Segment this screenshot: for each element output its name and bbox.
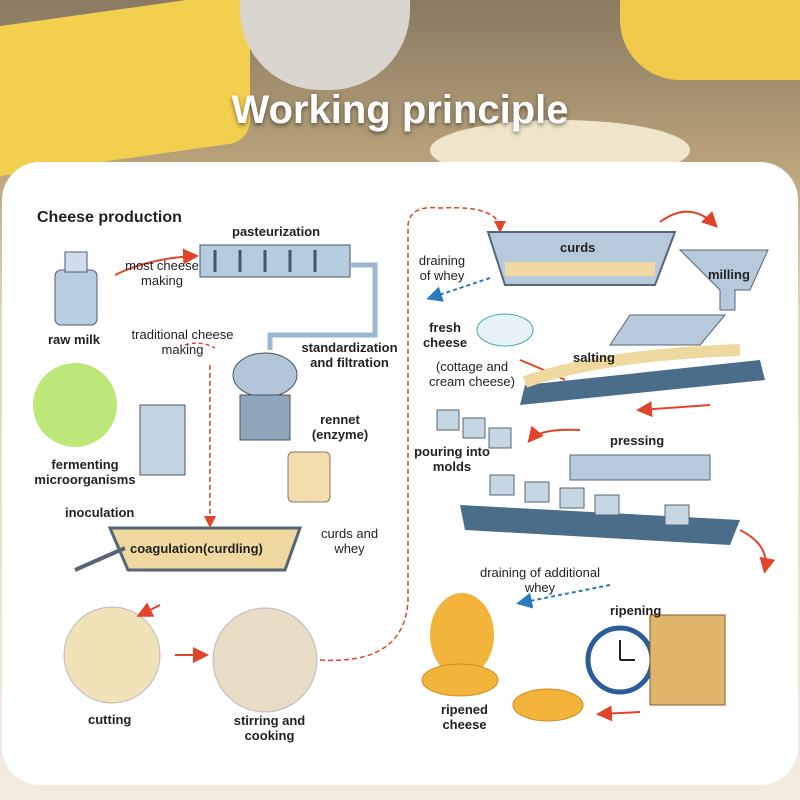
press-icon <box>569 454 711 481</box>
label-fermenting: fermenting microorganisms <box>34 457 136 487</box>
label-ripening: ripening <box>610 603 662 618</box>
label-ripened-cheese: ripened cheese <box>441 702 488 732</box>
diagram-heading: Cheese production <box>37 209 182 226</box>
culture-tank-icon <box>139 404 186 476</box>
label-fresh-cheese: fresh cheese <box>422 320 468 350</box>
label-draining-additional: draining of additional whey <box>480 565 600 595</box>
label-rennet: rennet (enzyme) <box>311 412 369 442</box>
label-salting: salting <box>573 350 615 365</box>
label-draining-whey: draining of whey <box>418 253 466 283</box>
coagulation-vat-icon <box>107 526 303 572</box>
salting-box-icon <box>609 314 727 346</box>
cheese-image <box>620 0 800 80</box>
ripened-cheese-wheel-icon <box>430 593 494 677</box>
stirring-icon <box>212 607 318 713</box>
label-standardization: standardization and filtration <box>301 340 398 370</box>
label-cutting: cutting <box>88 712 132 727</box>
microorganisms-magnified-icon <box>33 363 117 447</box>
label-curds: curds <box>560 240 596 255</box>
pasteurizer-icon <box>199 244 351 278</box>
cutting-icon <box>63 606 161 704</box>
fresh-cheese-icon <box>476 313 534 347</box>
separator-icon <box>232 352 298 441</box>
label-coagulation: coagulation(curdling) <box>130 541 263 556</box>
label-pouring: pouring into molds <box>414 444 490 474</box>
label-most-cheese-making: most cheese making <box>125 258 199 288</box>
ripening-shelf-icon <box>649 614 726 706</box>
mill-hopper-icon <box>678 249 769 311</box>
milk-can-icon <box>54 251 98 326</box>
label-pasteurization: pasteurization <box>232 224 321 239</box>
conveyor-belt-2 <box>460 505 740 545</box>
label-curds-whey: curds and whey <box>320 526 379 556</box>
molds-icon <box>436 409 512 449</box>
label-stirring: stirring and cooking <box>233 713 306 743</box>
conveyor-belt-1 <box>520 360 765 405</box>
page-title: Working principle <box>231 88 569 132</box>
label-raw-milk: raw milk <box>48 332 101 347</box>
label-traditional: traditional cheese making <box>131 327 234 357</box>
rennet-jar-icon <box>287 451 331 503</box>
label-pressing: pressing <box>610 433 665 448</box>
label-inoculation: inoculation <box>65 505 135 520</box>
label-milling: milling <box>708 267 750 282</box>
label-fresh-cheese-note: (cottage and cream cheese) <box>429 359 515 389</box>
